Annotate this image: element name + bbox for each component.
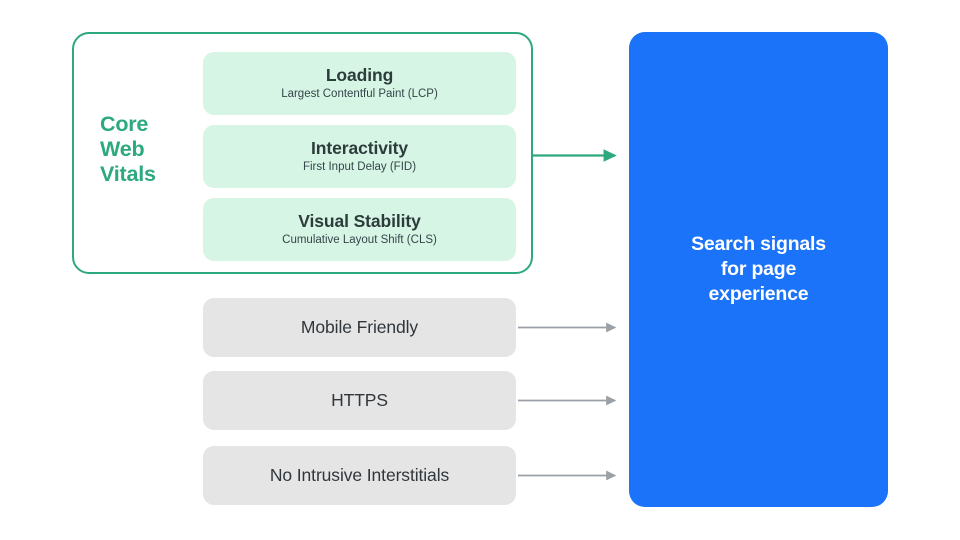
search-signals-label: Search signals for page experience — [691, 233, 826, 305]
signal-card-no-intrusive-interstitials[interactable]: No Intrusive Interstitials — [203, 446, 516, 505]
signal-label-no-intrusive-interstitials: No Intrusive Interstitials — [269, 465, 450, 485]
metric-subtitle-interactivity: First Input Delay (FID) — [302, 161, 417, 173]
metric-card-loading[interactable]: Loading Largest Contentful Paint (LCP) — [203, 52, 516, 115]
metric-subtitle-loading: Largest Contentful Paint (LCP) — [281, 88, 438, 100]
metric-title-visual-stability: Visual Stability — [298, 211, 421, 231]
metric-card-interactivity[interactable]: Interactivity First Input Delay (FID) — [203, 125, 516, 188]
metric-card-visual-stability[interactable]: Visual Stability Cumulative Layout Shift… — [203, 198, 516, 261]
core-web-vitals-group-label: Core Web Vitals — [100, 112, 156, 186]
metric-subtitle-visual-stability: Cumulative Layout Shift (CLS) — [282, 234, 437, 246]
metric-title-interactivity: Interactivity — [311, 138, 408, 158]
signal-label-https: HTTPS — [331, 390, 388, 410]
signal-label-mobile-friendly: Mobile Friendly — [300, 317, 419, 337]
signal-card-mobile-friendly[interactable]: Mobile Friendly — [203, 298, 516, 357]
signal-card-https[interactable]: HTTPS — [203, 371, 516, 430]
core-web-vitals-group — [72, 32, 533, 274]
search-signals-box[interactable]: Search signals for page experience — [629, 32, 888, 507]
metric-title-loading: Loading — [325, 65, 394, 85]
